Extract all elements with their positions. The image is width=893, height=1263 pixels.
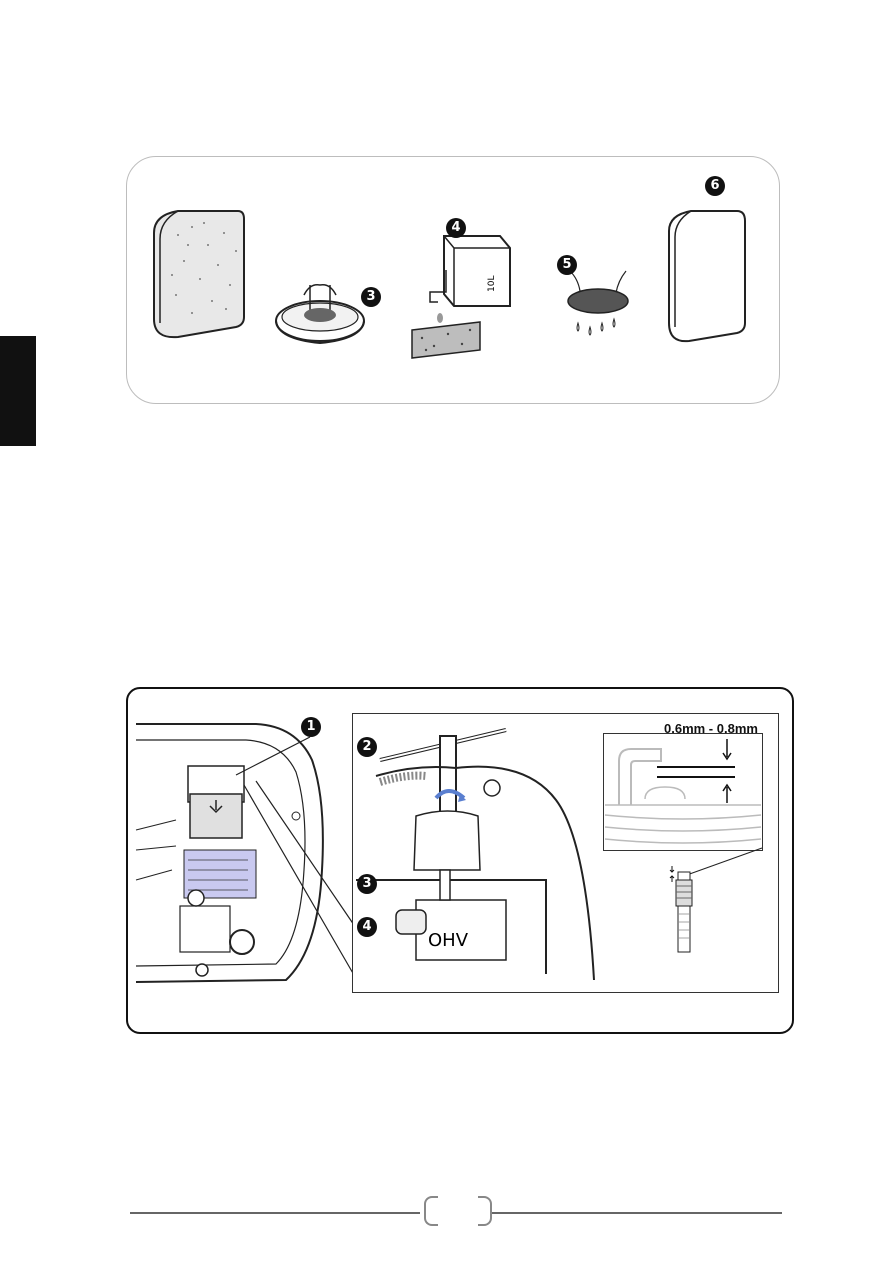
- step-6-badge: 6: [705, 176, 725, 196]
- spark-plug-wrench-illustration: OHV: [356, 720, 601, 980]
- dirty-foam-filter-illustration: [148, 205, 248, 345]
- step-4-badge: 4: [446, 218, 466, 238]
- spark-plug-illustration: [660, 848, 770, 958]
- footer-rule-left: [130, 1212, 420, 1214]
- step-2-badge: 2: [357, 737, 377, 757]
- squeeze-filter-illustration: [560, 265, 640, 345]
- page-number-bracket-left: [424, 1196, 438, 1226]
- step-4-badge-bottom: 4: [357, 917, 377, 937]
- electrode-gap-illustration: [605, 735, 761, 849]
- language-side-tab: [0, 336, 36, 446]
- oil-soak-illustration: [410, 230, 520, 360]
- step-5-badge: 5: [557, 255, 577, 275]
- container-volume-text: 10L: [480, 258, 500, 298]
- footer-rule-right: [492, 1212, 782, 1214]
- step-3-badge: 3: [361, 287, 381, 307]
- svg-text:10L: 10L: [487, 276, 497, 292]
- callout-lines: [230, 725, 360, 985]
- page-number-bracket-right: [478, 1196, 492, 1226]
- engine-ohv-label: OHV: [428, 930, 469, 951]
- step-3-badge-bottom: 3: [357, 874, 377, 894]
- clean-foam-filter-illustration: [665, 207, 751, 347]
- wash-in-basin-illustration: [270, 275, 370, 355]
